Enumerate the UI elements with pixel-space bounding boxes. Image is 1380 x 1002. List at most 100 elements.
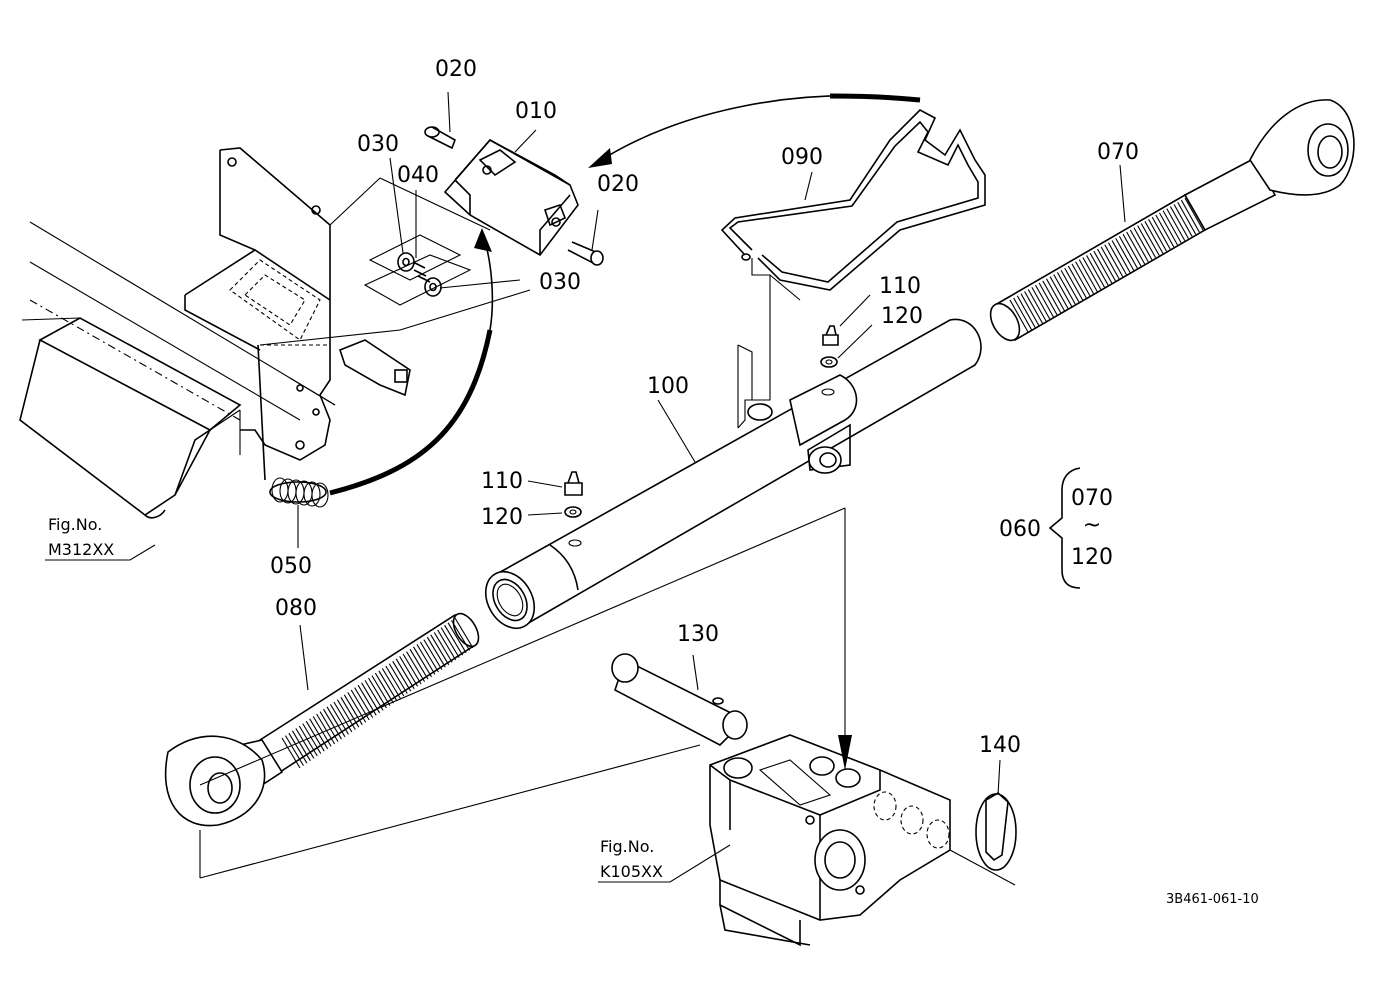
thread-ring	[1038, 282, 1058, 316]
grease-fitting-110-upper	[822, 294, 871, 346]
thread-ring	[281, 737, 301, 769]
thread-ring	[1100, 246, 1120, 280]
thread-ring	[1111, 240, 1131, 273]
thread-ring	[361, 682, 381, 714]
thread-ring	[1140, 223, 1160, 256]
thread-ring	[1056, 272, 1076, 305]
thread-ring	[371, 675, 391, 706]
thread-ring	[385, 665, 405, 697]
thread-ring	[1162, 210, 1182, 244]
tractor-frame-bracket	[19, 147, 531, 519]
thread-ring	[399, 656, 419, 687]
thread-ring	[1115, 238, 1135, 271]
thread-ring	[447, 622, 467, 654]
label-060-range-tilde: ~	[1083, 513, 1101, 538]
support-plate	[737, 258, 801, 429]
thread-ring	[1075, 261, 1095, 295]
thread-ring	[1016, 295, 1036, 329]
thread-ring	[1071, 263, 1091, 297]
thread-ring	[1035, 284, 1055, 318]
washer-120-upper	[820, 324, 873, 368]
fig-ref-m312-line2: M312XX	[48, 540, 114, 559]
thread-ring	[1093, 250, 1113, 284]
thread-ring	[298, 725, 318, 757]
thread-ring	[1173, 204, 1193, 237]
thread-ring	[1122, 233, 1142, 267]
thread-ring	[350, 689, 370, 721]
thread-ring	[340, 696, 360, 728]
thread-ring	[1020, 293, 1040, 326]
label-060-range-start: 070	[1071, 486, 1113, 511]
thread-ring	[433, 632, 453, 663]
thread-ring	[343, 694, 363, 726]
threaded-rod-070	[989, 99, 1355, 342]
spring-050	[269, 477, 329, 548]
thread-ring	[1045, 278, 1065, 312]
thread-ring	[333, 701, 353, 733]
thread-ring	[1009, 299, 1029, 333]
thread-ring	[1166, 208, 1186, 241]
washers-030-040	[363, 157, 521, 306]
thread-ring	[1097, 248, 1116, 282]
thread-ring	[1078, 259, 1098, 292]
label-030-upper: 030	[357, 132, 399, 157]
turnbuckle-tube-100	[484, 318, 982, 630]
bracket-010	[443, 129, 579, 257]
thread-ring	[291, 730, 311, 762]
thread-ring	[1133, 227, 1153, 261]
thread-ring	[1144, 221, 1164, 254]
arrow-head-icon	[588, 148, 612, 168]
label-110-upper: 110	[879, 274, 921, 299]
thread-ring	[413, 646, 432, 678]
drawing-id: 3B461-061-10	[1166, 892, 1259, 907]
thread-ring	[416, 644, 436, 675]
label-050: 050	[270, 554, 312, 579]
thread-ring	[1107, 242, 1127, 275]
thread-ring	[319, 711, 339, 742]
label-040: 040	[397, 163, 439, 188]
label-080: 080	[275, 596, 317, 621]
thread-ring	[395, 658, 415, 690]
thread-ring	[1013, 297, 1033, 331]
thread-ring	[1151, 216, 1171, 250]
thread-ring	[1180, 199, 1200, 233]
callout-labels: 010 020 020 030 030 040 050 060 070 080 …	[48, 57, 1259, 907]
label-110-lower: 110	[481, 469, 523, 494]
threaded-rod-080	[164, 612, 480, 827]
pin-020-right	[567, 209, 604, 266]
label-060-range-end: 120	[1071, 545, 1113, 570]
pin-020-left	[424, 91, 456, 150]
brace-060	[1048, 467, 1081, 589]
thread-ring	[302, 723, 322, 754]
thread-ring	[440, 627, 460, 658]
thread-ring	[1082, 257, 1102, 290]
thread-ring	[378, 670, 398, 702]
label-140: 140	[979, 733, 1021, 758]
arrow-head-icon	[474, 228, 492, 252]
grease-fitting-110-lower	[527, 471, 583, 496]
spring-install-arrow	[329, 329, 493, 496]
thread-ring	[409, 648, 429, 680]
thread-ring	[1129, 229, 1149, 263]
fig-ref-k105-line2: K105XX	[600, 862, 663, 881]
thread-ring	[1064, 267, 1084, 301]
label-020-left: 020	[435, 57, 477, 82]
label-090: 090	[781, 145, 823, 170]
thread-ring	[1086, 255, 1106, 288]
thread-ring	[312, 716, 332, 747]
thread-ring	[329, 704, 349, 735]
hitch-bracket	[709, 734, 1016, 947]
thread-ring	[1053, 274, 1073, 307]
thread-ring	[392, 660, 412, 692]
thread-ring	[1089, 252, 1109, 286]
thread-ring	[336, 699, 356, 730]
thread-ring	[347, 692, 367, 723]
thread-ring	[323, 708, 342, 740]
thread-ring	[1177, 201, 1197, 235]
thread-ring	[381, 668, 401, 699]
thread-ring	[451, 620, 471, 651]
thread-ring	[1104, 244, 1124, 278]
arrow-head-icon	[838, 735, 852, 770]
label-010: 010	[515, 99, 557, 124]
